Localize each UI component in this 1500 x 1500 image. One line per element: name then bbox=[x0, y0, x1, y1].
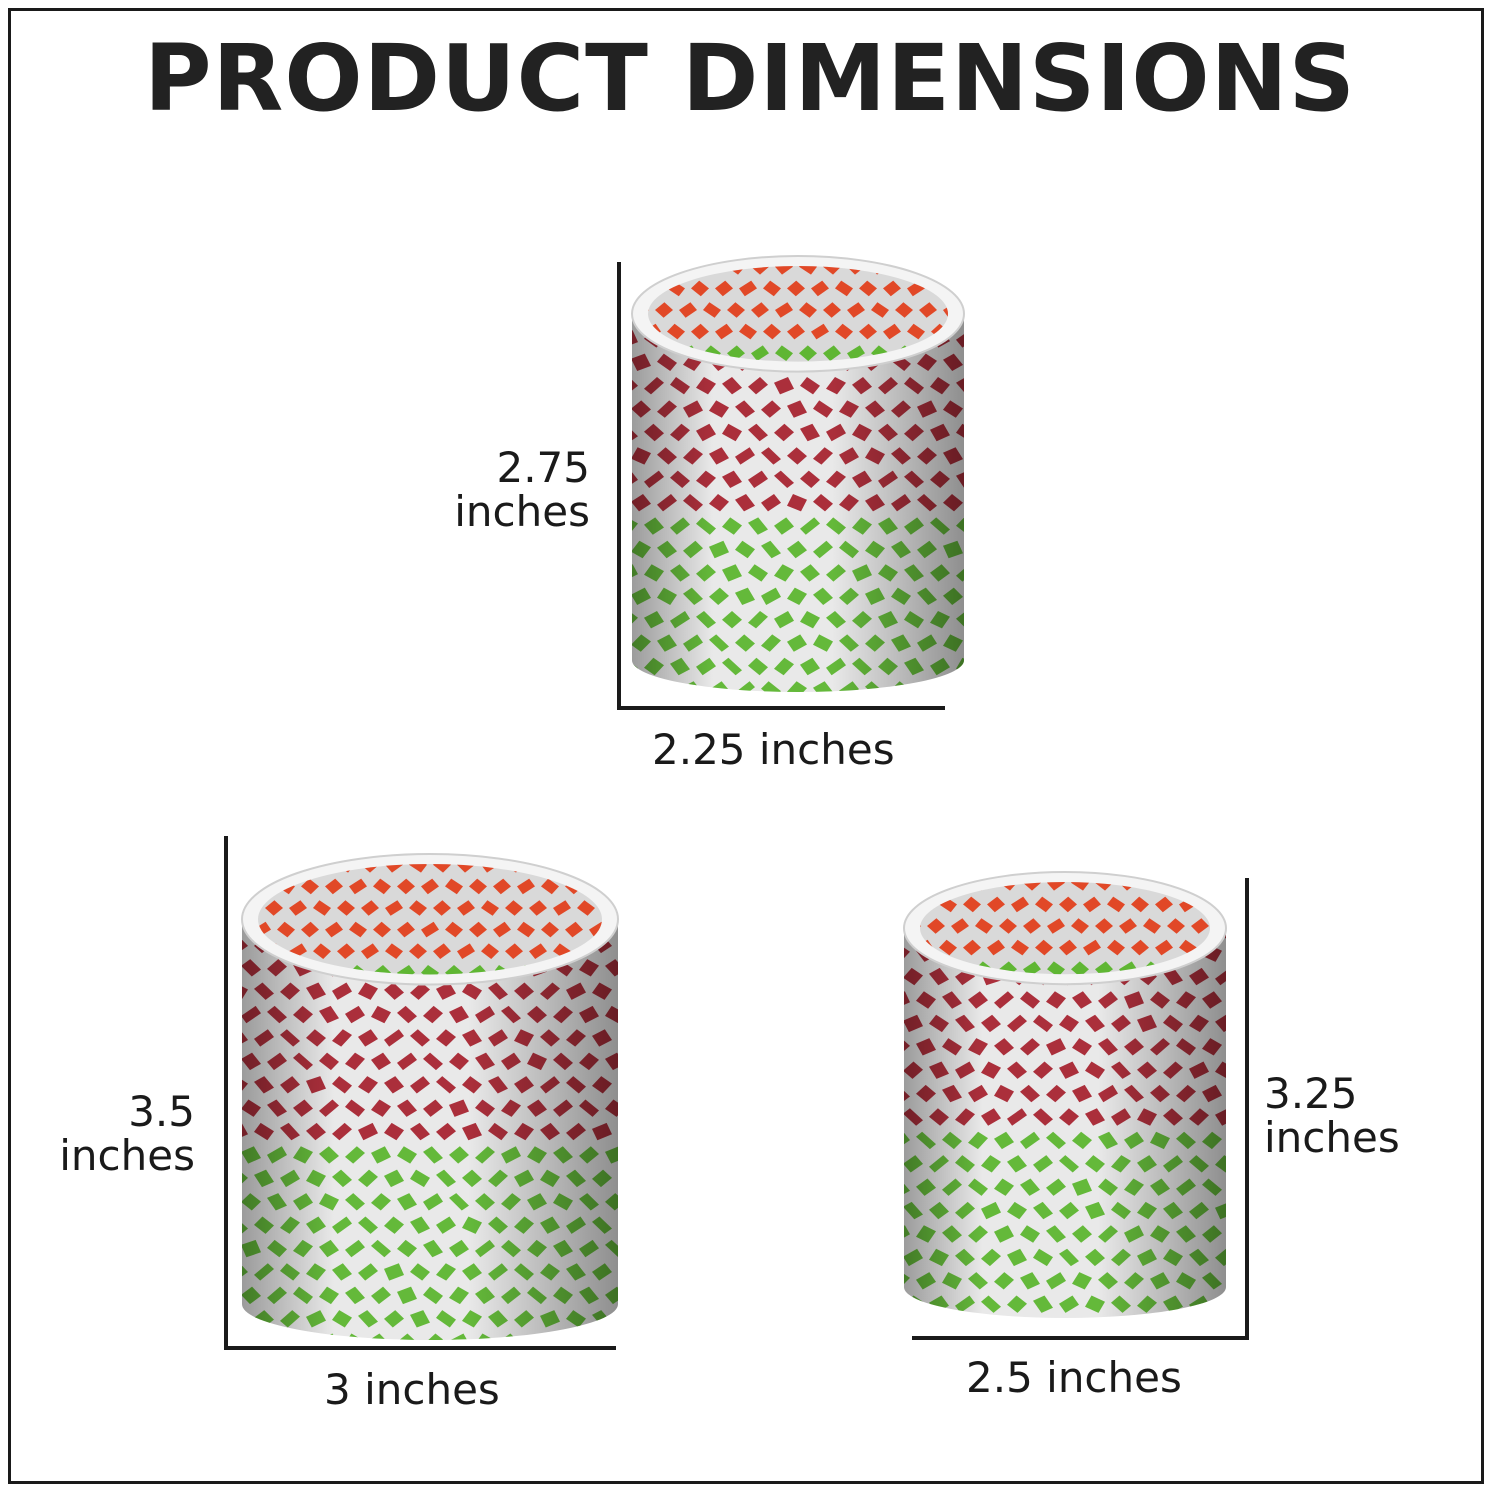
height-unit-right: inches bbox=[1264, 1113, 1400, 1162]
width-label-right: 2.5 inches bbox=[966, 1353, 1182, 1402]
candle-holder-left bbox=[241, 853, 619, 1340]
width-line-right bbox=[912, 1336, 1249, 1340]
page-title: PRODUCT DIMENSIONS bbox=[144, 25, 1356, 132]
width-line-top bbox=[617, 706, 945, 710]
width-label-top: 2.25 inches bbox=[652, 725, 895, 774]
height-line-top bbox=[617, 262, 621, 710]
image-frame bbox=[8, 8, 1484, 1484]
height-label-right: 3.25 inches bbox=[1264, 1072, 1400, 1160]
height-value-left: 3.5 bbox=[128, 1087, 195, 1136]
height-unit-top: inches bbox=[454, 487, 590, 536]
candle-holder-right bbox=[903, 871, 1227, 1318]
candle-holder-top bbox=[631, 255, 965, 692]
height-line-left bbox=[224, 836, 228, 1350]
height-label-top: 2.75 inches bbox=[454, 446, 590, 534]
height-line-right bbox=[1245, 878, 1249, 1340]
height-label-left: 3.5 inches bbox=[59, 1090, 195, 1178]
width-label-left: 3 inches bbox=[324, 1365, 500, 1414]
height-value-right: 3.25 bbox=[1264, 1069, 1358, 1118]
height-unit-left: inches bbox=[59, 1131, 195, 1180]
width-line-left bbox=[224, 1346, 616, 1350]
height-value-top: 2.75 bbox=[496, 443, 590, 492]
